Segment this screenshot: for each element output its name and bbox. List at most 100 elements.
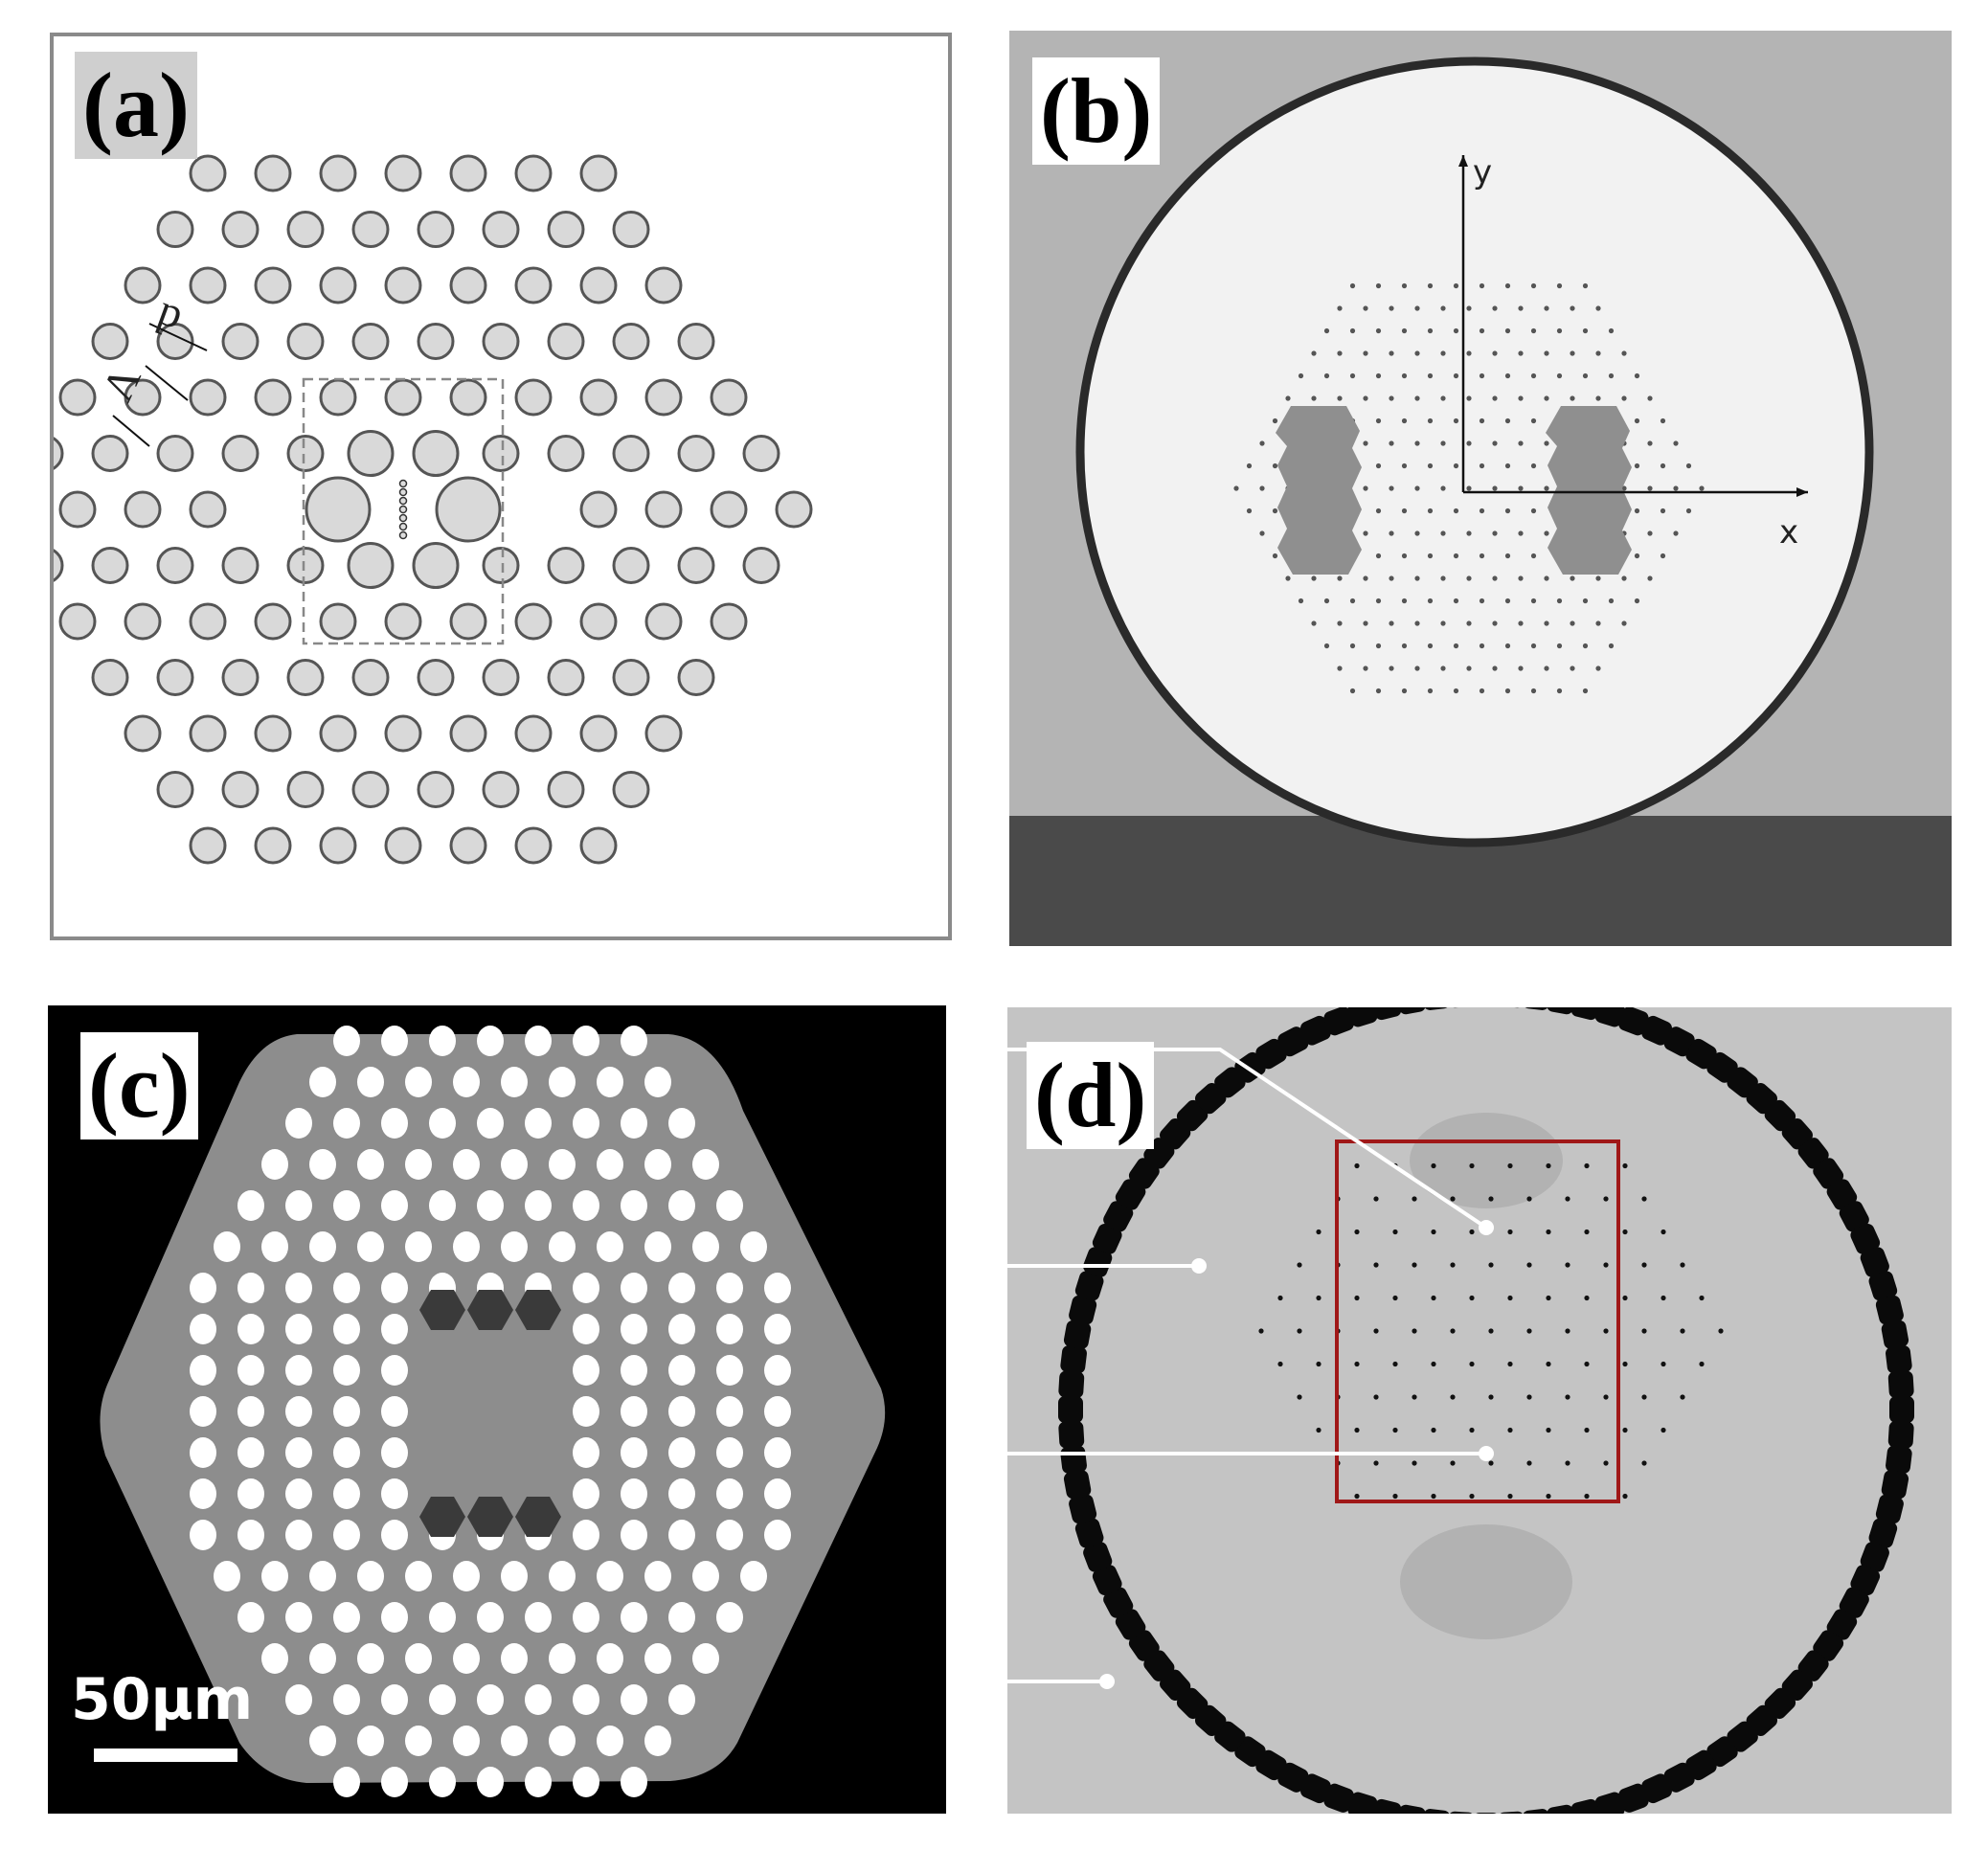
cladding-bead [1522,1809,1550,1814]
air-hole [237,1478,264,1509]
air-hole-dot [1323,327,1330,334]
hex-fiber-image [100,1026,886,1797]
air-hole-dot [1277,1295,1283,1301]
air-hole-dot [1647,440,1653,446]
air-hole [190,1520,216,1550]
air-hole-dot [1349,598,1356,604]
cladding-bead [1074,1271,1104,1301]
air-hole-dot [1354,1162,1360,1169]
cladding-bead [1060,1445,1087,1474]
cladding-bead [1347,1007,1378,1027]
air-hole-dot [1363,350,1368,356]
cladding-bead [1422,1007,1451,1010]
air-hole-dot [1507,1427,1513,1433]
small-hole [398,487,408,497]
air-hole-dot [1479,553,1485,559]
air-hole-dot [1297,1328,1302,1334]
air-hole [405,1231,432,1262]
small-hole [398,522,408,531]
air-hole [405,1149,432,1180]
air-hole [254,714,292,753]
air-hole-dot [1479,372,1485,379]
scale-bar-label: 50μm [71,1666,254,1733]
air-hole [579,602,618,641]
air-hole-dot [1373,1394,1379,1400]
air-hole [716,1355,743,1386]
air-hole-dot [1546,1162,1551,1169]
air-hole-dot [1479,417,1485,424]
air-hole [351,211,390,248]
air-hole [668,1520,695,1550]
gold-filled-hole [467,1497,513,1537]
air-hole [190,1478,216,1509]
air-hole-dot [1431,1427,1436,1433]
air-hole-dot [1389,530,1394,536]
cladding-bead [1839,1201,1869,1232]
air-hole [573,1355,599,1386]
air-hole [644,1067,671,1097]
pointer-dot [1479,1446,1494,1461]
air-hole [677,659,715,696]
air-hole-dot [1479,643,1485,649]
air-hole-dot [1582,688,1589,694]
air-hole [285,1437,312,1468]
air-hole-dot [1488,1394,1494,1400]
air-hole-dot [1641,1394,1647,1400]
air-hole [764,1520,791,1550]
air-hole-dot [1466,620,1472,626]
panel-b-micrograph: (b) y x [1009,31,1952,946]
air-hole [221,323,260,360]
air-hole-dot [1565,1196,1570,1202]
air-hole-dot [1427,688,1434,694]
air-hole [54,549,64,582]
cladding-bead [1214,1721,1246,1752]
air-hole-dot [1233,485,1239,491]
air-hole-dot [1488,1328,1494,1334]
core-air-hole [305,476,372,543]
gold-filled-region [1546,406,1632,575]
air-hole-dot [1466,485,1472,491]
air-hole [597,1643,623,1674]
cladding-bead [1727,1067,1758,1098]
air-hole-dot [1546,1361,1551,1367]
air-hole [309,1231,336,1262]
air-hole-dot [1634,508,1640,514]
air-hole [381,1190,408,1221]
air-hole [214,1231,240,1262]
air-hole [477,1190,504,1221]
air-hole [357,1726,384,1756]
gold-region [1410,1113,1563,1208]
air-hole-dot [1544,350,1549,356]
air-hole-dot [1556,327,1563,334]
air-hole-dot [1565,1328,1570,1334]
y-axis-label: y [1473,153,1493,192]
air-hole [214,1561,240,1591]
air-hole [285,1396,312,1427]
air-hole [525,1026,552,1056]
air-hole [189,266,227,305]
air-hole-dot [1570,395,1575,401]
air-hole [573,1684,599,1715]
air-hole-dot [1414,305,1420,311]
air-hole [333,1478,360,1509]
cladding-bead [1889,1396,1914,1423]
panel-d-micrograph: (d) [1007,1007,1952,1814]
small-hole [398,505,408,514]
air-hole [710,490,748,529]
air-hole [429,1108,456,1139]
air-hole-dot [1526,1196,1532,1202]
air-hole-dot [1479,598,1485,604]
cladding-bead [1886,1445,1912,1474]
air-hole [91,547,129,584]
air-hole-dot [1453,643,1459,649]
air-hole-dot [1622,1295,1628,1301]
cladding-bead [1826,1609,1858,1640]
air-hole [319,714,357,753]
cladding-bead [1103,1201,1134,1232]
air-hole-dot [1466,530,1472,536]
air-hole-dot [1427,508,1434,514]
air-hole [156,659,194,696]
cladding-bead [1092,1565,1122,1595]
cladding-bead [1706,1051,1738,1083]
air-hole-dot [1518,485,1524,491]
